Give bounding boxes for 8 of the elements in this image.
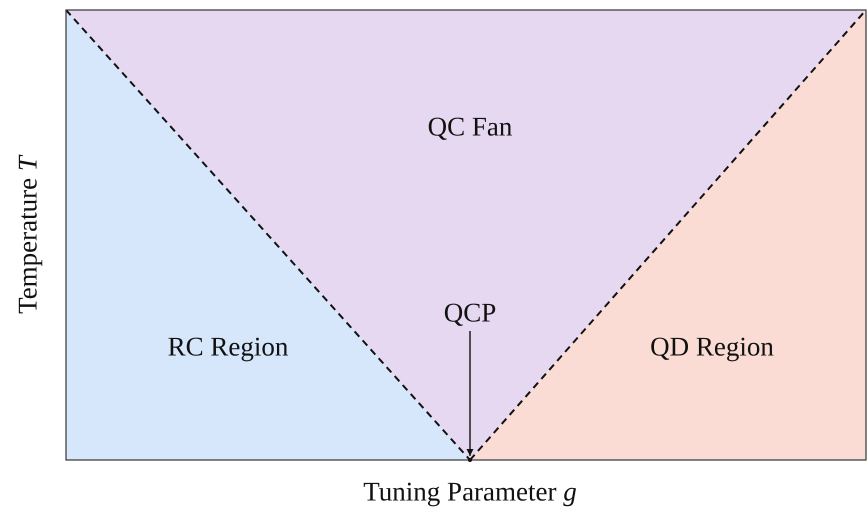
- point-label: QCP: [444, 298, 496, 328]
- region-label: RC Region: [168, 332, 288, 362]
- axis-title: Temperature T: [12, 156, 44, 314]
- axis-title: Tuning Parameter g: [363, 476, 577, 508]
- region-label: QD Region: [650, 332, 774, 362]
- critical-point: [468, 458, 472, 462]
- region-label: QC Fan: [428, 112, 512, 142]
- arrow: [466, 331, 474, 456]
